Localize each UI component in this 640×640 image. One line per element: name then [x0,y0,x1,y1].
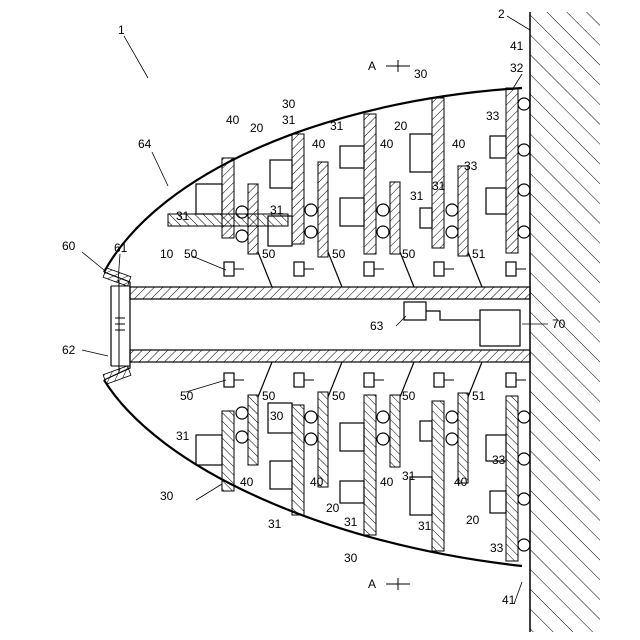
label-controller: 70 [552,317,566,331]
label-actuator-bottom-low: 51 [472,389,486,403]
label-sensor: 63 [370,319,384,333]
section-label-bottom: A [368,577,376,591]
label-object-8: 31 [268,517,282,531]
label-window: 61 [114,241,128,255]
label-shelf-small-1: 20 [250,121,264,135]
label-object-6: 31 [432,179,446,193]
label-object-10: 31 [402,469,416,483]
label-roller-ground-1: 41 [510,39,524,53]
label-object-5: 31 [410,189,424,203]
label-top-assembly: 60 [62,239,76,253]
label-roller-6: 40 [310,475,324,489]
label-object-9: 31 [344,515,358,529]
label-dome: 64 [138,137,152,151]
label-object-4: 31 [270,203,284,217]
label-roller-3: 40 [380,137,394,151]
label-shelf-small-2: 20 [394,119,408,133]
label-shelf-large-3: 30 [160,489,174,503]
label-column: 10 [160,247,174,261]
label-shelf-bottom: 32 [510,61,524,75]
label-shelf-large-1: 30 [282,97,296,111]
label-roller-5: 40 [240,475,254,489]
label-shelf-large-4: 30 [344,551,358,565]
label-roller-ground-2: 41 [502,593,516,607]
label-roller-7: 40 [380,475,394,489]
label-object-bottom-2: 33 [486,109,500,123]
top-assembly [103,268,131,384]
label-object-bottom-4: 33 [490,541,504,555]
section-label-top: A [368,59,376,73]
section-mark-bottom: A [368,577,410,591]
label-actuator-bottom-top: 51 [472,247,486,261]
label-roller-2: 40 [312,137,326,151]
label-actuator-1: 50 [184,247,198,261]
label-object-2: 31 [330,119,344,133]
label-ground: 2 [498,7,505,21]
label-object-bottom-1: 33 [464,159,478,173]
label-actuator-3: 50 [332,247,346,261]
label-object-7: 31 [176,429,190,443]
label-roller-8: 40 [454,475,468,489]
label-shelf-large-5: 30 [270,409,284,423]
label-actuator-7: 50 [332,389,346,403]
label-object-1: 31 [282,113,296,127]
label-lens: 62 [62,343,76,357]
label-actuator-5: 50 [180,389,194,403]
label-roller-4: 40 [452,137,466,151]
label-roller-1: 40 [226,113,240,127]
label-object-bottom-3: 33 [492,453,506,467]
controller-box [480,310,520,346]
section-mark-top: A [368,59,410,73]
label-actuator-6: 50 [262,389,276,403]
label-device: 1 [118,23,125,37]
label-shelf-small-4: 20 [466,513,480,527]
central-column [130,287,530,362]
label-actuator-8: 50 [402,389,416,403]
label-shelf-small-3: 20 [326,501,340,515]
label-actuator-4: 50 [402,247,416,261]
label-shelf-large-2: 30 [414,67,428,81]
sensor-box [404,302,426,320]
label-object-11: 31 [418,519,432,533]
label-actuator-2: 50 [262,247,276,261]
label-object-3: 31 [176,209,190,223]
